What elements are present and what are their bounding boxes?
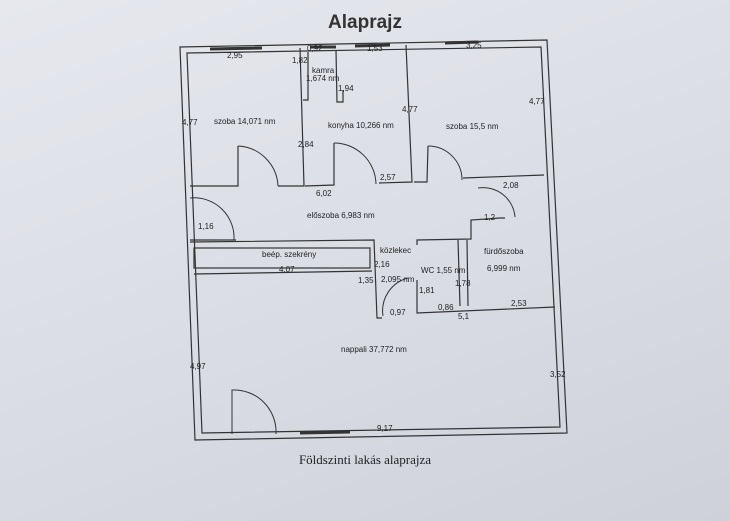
room-nappali: nappali 37,772 nm <box>341 345 407 354</box>
dim: 4,77 <box>402 105 418 114</box>
dimension-labels: 2,95 0,92 1,53 3,25 1,82 1,94 4,77 4,77 … <box>182 41 566 433</box>
dim: 2,08 <box>503 181 519 190</box>
dim: 1,35 <box>358 276 374 285</box>
room-kamra-name: kamra <box>312 66 335 75</box>
konyha-szoba2-wall <box>378 44 413 184</box>
szoba2-wall <box>414 145 429 183</box>
furdo-wall <box>466 239 469 307</box>
dim: 4,77 <box>182 118 198 127</box>
dim: 0,86 <box>438 303 454 312</box>
dim: 6,02 <box>316 189 332 198</box>
kamra-wall2 <box>335 49 344 103</box>
plan-caption: Földszinti lakás alaprajza <box>298 452 432 467</box>
room-furdo-name: fürdőszoba <box>484 247 524 256</box>
outer-wall <box>179 39 568 441</box>
dim: 3,25 <box>466 41 482 50</box>
dim: 5,1 <box>458 312 470 321</box>
door-konyha <box>333 142 377 185</box>
door-szoba2 <box>427 145 463 181</box>
room-furdo-area: 6,999 nm <box>487 264 521 273</box>
dim: 0,97 <box>390 308 406 317</box>
dim: 4,07 <box>279 265 295 274</box>
room-szoba1: szoba 14,071 nm <box>214 117 276 126</box>
door-kozlekedo <box>382 277 409 317</box>
room-konyha: konyha 10,266 nm <box>328 121 394 130</box>
door-furdo <box>477 187 516 218</box>
dim: 1,94 <box>338 84 354 93</box>
room-szekreny: beép. szekrény <box>262 250 316 259</box>
doors <box>189 142 516 435</box>
room-eloszoba: előszoba 6,983 nm <box>307 211 375 220</box>
dim: 1,53 <box>367 44 383 53</box>
room-kozlekedo-area: 2,095 nm <box>381 275 415 284</box>
walls <box>179 39 568 441</box>
dim: 4,77 <box>529 97 545 106</box>
page-title: Alaprajz <box>328 12 402 33</box>
room-kozlekedo-name: közlekec <box>380 246 411 255</box>
wc-furdo-wall <box>457 239 461 307</box>
dim: 1,16 <box>198 222 214 231</box>
windows <box>209 40 479 435</box>
szoba1-wall <box>190 146 239 187</box>
dim: 2,57 <box>380 173 396 182</box>
szoba1-konyha-wall <box>278 47 305 187</box>
room-labels: szoba 14,071 nm kamra 1,674 nm konyha 10… <box>214 66 524 354</box>
dim: 3,52 <box>550 370 566 379</box>
konyha-wall <box>304 143 335 187</box>
wc-wall <box>416 280 556 314</box>
kamra-wall <box>303 52 309 101</box>
dim: 2,95 <box>227 51 243 60</box>
dim: 4,97 <box>190 362 206 371</box>
dim: 1,82 <box>292 56 308 65</box>
door-entrance <box>189 197 235 241</box>
room-szoba2: szoba 15,5 nm <box>446 122 499 131</box>
dim: 2,53 <box>511 299 527 308</box>
room-wc: WC 1,55 nm <box>421 266 466 275</box>
outer-wall-inner <box>186 46 561 434</box>
dim: 1,81 <box>419 286 435 295</box>
dim: 1,78 <box>455 279 471 288</box>
dim: 1,2 <box>484 213 496 222</box>
door-szoba1 <box>237 145 279 187</box>
room-kamra-area: 1,674 nm <box>306 74 340 83</box>
dim: 0,92 <box>307 44 323 53</box>
dim: 2,84 <box>298 140 314 149</box>
kozlekedo-wall <box>416 217 505 245</box>
szekreny-box <box>193 247 371 269</box>
szekreny-top <box>189 239 382 319</box>
door-nappali <box>231 389 277 435</box>
nappali-top-wall <box>193 270 373 275</box>
dim: 2,16 <box>374 260 390 269</box>
furdo-top-wall <box>462 174 545 179</box>
dim: 9,17 <box>377 424 393 433</box>
